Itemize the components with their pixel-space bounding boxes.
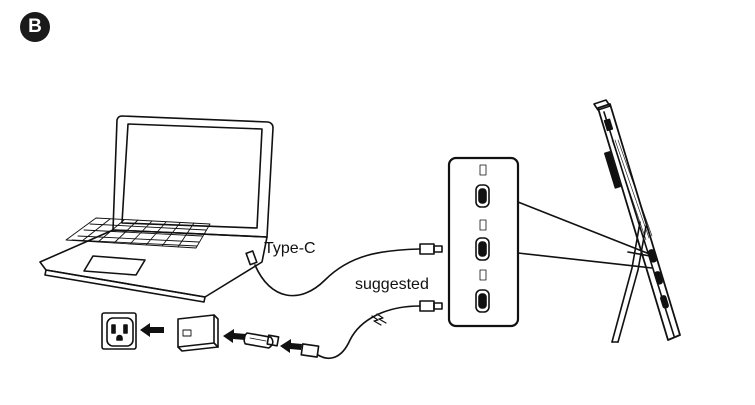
usb-c-plug-chain: [300, 343, 320, 358]
type-c-cable: [254, 248, 421, 297]
lightning-icon: [371, 313, 387, 326]
usb-connector-icon: [243, 332, 280, 349]
power-cable: [317, 305, 421, 359]
arrow-left-icon: [140, 323, 164, 337]
suggested-label: suggested: [355, 276, 429, 293]
type-c-label: Type-C: [264, 240, 316, 257]
arrow-left-icon: [223, 329, 246, 343]
power-plug-monitor: [419, 300, 443, 312]
power-adapter-icon: [177, 314, 219, 352]
laptop-icon: [39, 115, 274, 303]
wall-outlet-icon: [101, 312, 137, 350]
arrow-left-icon: [280, 339, 302, 353]
type-c-plug-monitor: [419, 243, 443, 255]
portable-monitor-side-icon: [593, 99, 681, 343]
usb-c-port-panel-icon: [447, 156, 520, 328]
step-badge: B: [20, 12, 50, 42]
